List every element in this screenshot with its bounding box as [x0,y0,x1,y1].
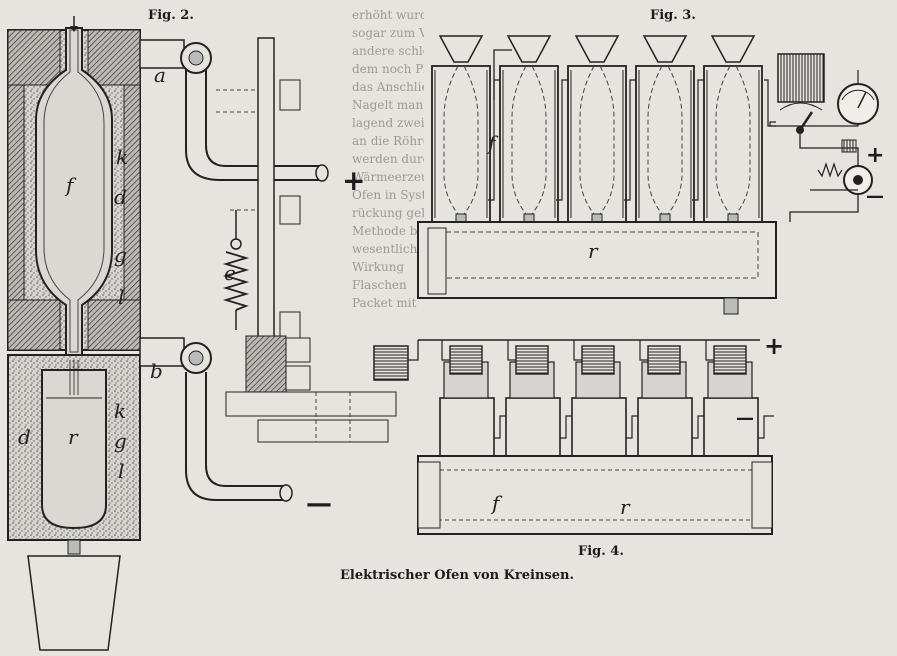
fig4-drawing [373,339,774,535]
fig2-letter-g: g [114,243,127,267]
fig2-letter-d: d [114,185,127,209]
fig2-letter-e: e [224,261,236,285]
bg-line: das Anschließen einer [352,80,424,94]
fig3-funnel [438,35,484,63]
bg-line: Methode benutzt [352,224,424,238]
fig2-letter-g-bottom: g [114,429,127,453]
background-text-column: erhöht wurde zur Umwandlung wird noch so… [352,6,424,336]
fig2-letter-a: a [154,63,166,87]
fig3-tube-cells [431,35,776,223]
fig2-letter-r: r [68,425,79,449]
bg-line: an die Röhren Flasche [352,134,424,148]
fig3-tube-cell [499,35,570,223]
bg-line: wesentlich [352,242,418,256]
bg-line: Wärmeerzeugung haben [352,170,424,184]
fig3-tube-cell [431,35,502,223]
bg-line: Ofen in Systeme [352,188,424,202]
fig3-funnel [506,35,552,63]
bg-line: rückung gebracht [352,206,424,220]
fig4-minus-terminal: — [736,408,754,429]
fig4-rheostat [449,345,483,375]
fig4-rheostat [647,345,681,375]
fig2-letter-b: b [150,359,163,383]
bg-line: werden durch die [352,152,424,166]
fig2-letter-l: l [118,285,124,309]
fig3-rheostat [777,53,825,103]
bg-line: dem noch Platz für [352,62,424,76]
fig4-rheostat [515,345,549,375]
fig4-plus-terminal: + [764,332,784,360]
fig4-trough [417,455,773,535]
fig3-tube-cell [635,35,706,223]
fig2-letter-l-bottom: l [118,459,124,483]
fig2-letter-d-bottom: d [18,425,31,449]
fig2-letter-k: k [116,145,128,169]
fig2-minus-terminal: — [306,489,332,519]
bg-line: Flaschen [352,278,407,292]
fig4-letter-r: r [620,495,631,519]
bg-line: lagend zweitige Form [352,116,424,130]
fig4-letter-f: f [490,491,503,515]
fig3-tube-cell [567,35,638,223]
fig2-drawing [7,16,397,651]
fig3-plus-terminal: + [866,143,884,168]
fig2-collecting-cup [27,555,121,651]
fig3-tube-cell [703,35,763,223]
bg-line: Wirkung [352,260,405,274]
fig3-label: Fig. 3. [650,8,696,23]
bg-line: erhöht wurde zur Umwandlung wird noch [352,8,424,22]
fig4-rheostat [581,345,615,375]
bg-line: Nagelt man vorgestellt [352,98,424,112]
fig3-trough [417,221,777,299]
bg-line: andere schlechtere Ofen mit [352,44,424,58]
fig2-plus-terminal: + [342,164,365,197]
bg-line: Packet mit [352,296,417,310]
fig4-label: Fig. 4. [578,544,624,559]
fig3-letter-f: f [486,131,499,155]
fig3-minus-terminal: — [866,186,884,207]
fig3-letter-r: r [588,239,599,263]
fig3-funnel [710,35,756,63]
fig2-spring [222,251,250,311]
fig2-label: Fig. 2. [148,8,194,23]
fig3-funnel [642,35,688,63]
bg-line: sogar zum Vorwärmen erhitzt. Andererseit… [352,26,424,40]
fig2-letter-f: f [64,173,77,197]
fig3-funnel [574,35,620,63]
figure-caption: Elektrischer Ofen von Kreinsen. [340,568,574,583]
fig3-drawing [417,35,879,315]
fig2-letter-k-bottom: k [114,399,126,423]
